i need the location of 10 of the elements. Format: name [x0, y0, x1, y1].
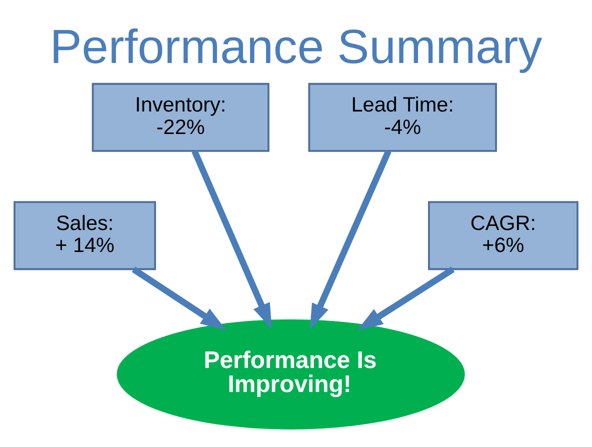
node-box: Inventory: -22% [92, 82, 270, 152]
node-box: Lead Time: -4% [308, 82, 497, 152]
arrow [132, 266, 226, 330]
node-box: CAGR: +6% [428, 201, 578, 270]
arrow [357, 266, 455, 330]
arrow [310, 150, 392, 330]
arrow [192, 150, 272, 330]
node-box: Sales: + 14% [14, 201, 156, 270]
diagram-title: Performance Summary [50, 21, 542, 74]
node-ellipse: Performance Is Improving! [116, 319, 465, 430]
